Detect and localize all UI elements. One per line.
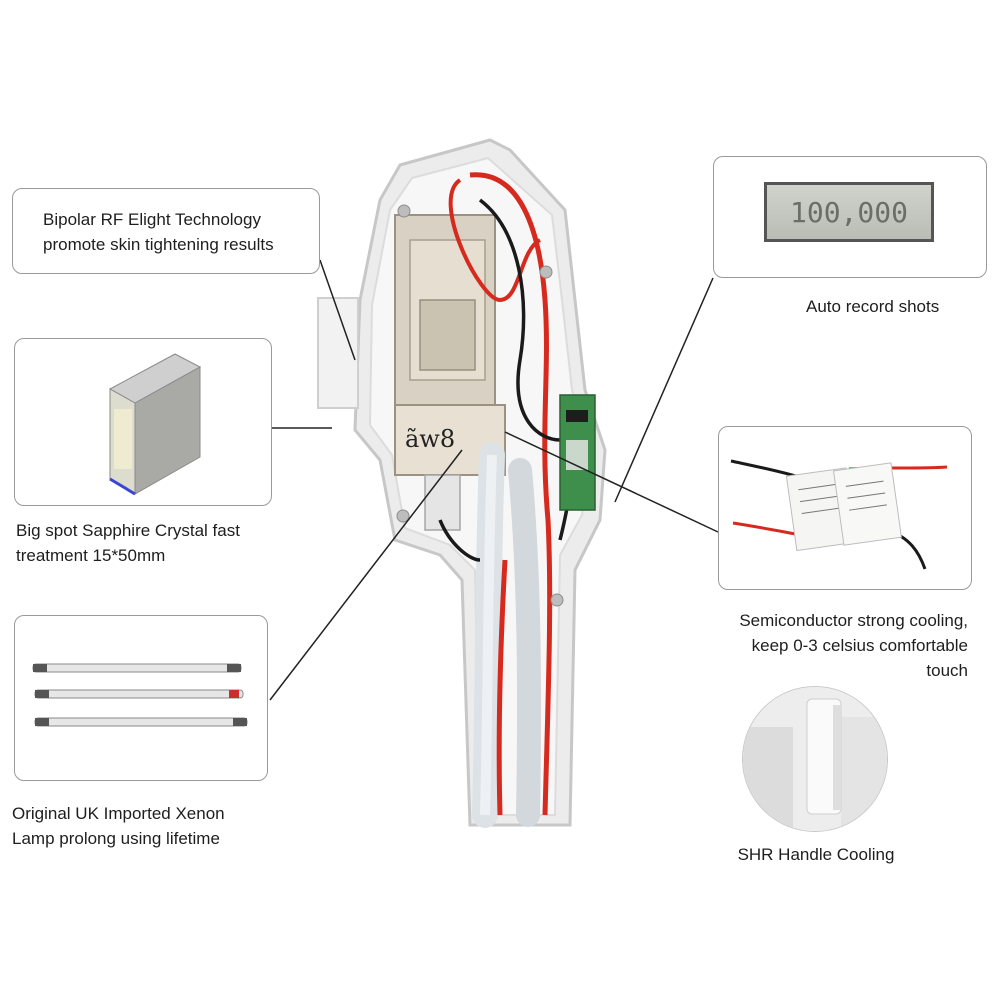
cooling-caption-line-3: touch bbox=[926, 661, 968, 680]
semiconductor-cooling-callout bbox=[718, 426, 972, 590]
cooling-chip-image bbox=[730, 459, 948, 570]
leader-cooling bbox=[504, 431, 719, 533]
shot-counter-display: 100,000 bbox=[764, 182, 934, 242]
rf-caption-line-1: Bipolar RF Elight Technology bbox=[43, 210, 261, 229]
auto-record-caption: Auto record shots bbox=[806, 297, 940, 316]
leader-counter bbox=[614, 277, 714, 503]
sapphire-crystal-callout bbox=[14, 338, 272, 506]
rf-technology-callout: Bipolar RF Elight Technology promote ski… bbox=[12, 188, 320, 274]
cooling-caption-line-2: keep 0-3 celsius comfortable bbox=[751, 636, 968, 655]
leader-lamp bbox=[269, 449, 463, 701]
sapphire-caption-line-2: treatment 15*50mm bbox=[16, 546, 166, 565]
shr-cooling-callout bbox=[742, 686, 888, 832]
leader-rf bbox=[319, 259, 356, 361]
handle-marking: ãw8 bbox=[405, 425, 455, 453]
xenon-lamps-image bbox=[32, 663, 248, 727]
rf-caption-line-2: promote skin tightening results bbox=[43, 235, 274, 254]
xenon-lamp-callout bbox=[14, 615, 268, 781]
shr-cooling-caption: SHR Handle Cooling bbox=[737, 845, 895, 864]
sapphire-caption-line-1: Big spot Sapphire Crystal fast bbox=[16, 521, 240, 540]
cooling-caption-line-1: Semiconductor strong cooling, bbox=[739, 611, 968, 630]
shot-counter-callout: 100,000 bbox=[713, 156, 987, 278]
shr-cooling-image bbox=[743, 687, 887, 831]
sapphire-crystal-image bbox=[108, 353, 202, 496]
lamp-caption-line-2: Lamp prolong using lifetime bbox=[12, 829, 220, 848]
lamp-caption-line-1: Original UK Imported Xenon bbox=[12, 804, 225, 823]
